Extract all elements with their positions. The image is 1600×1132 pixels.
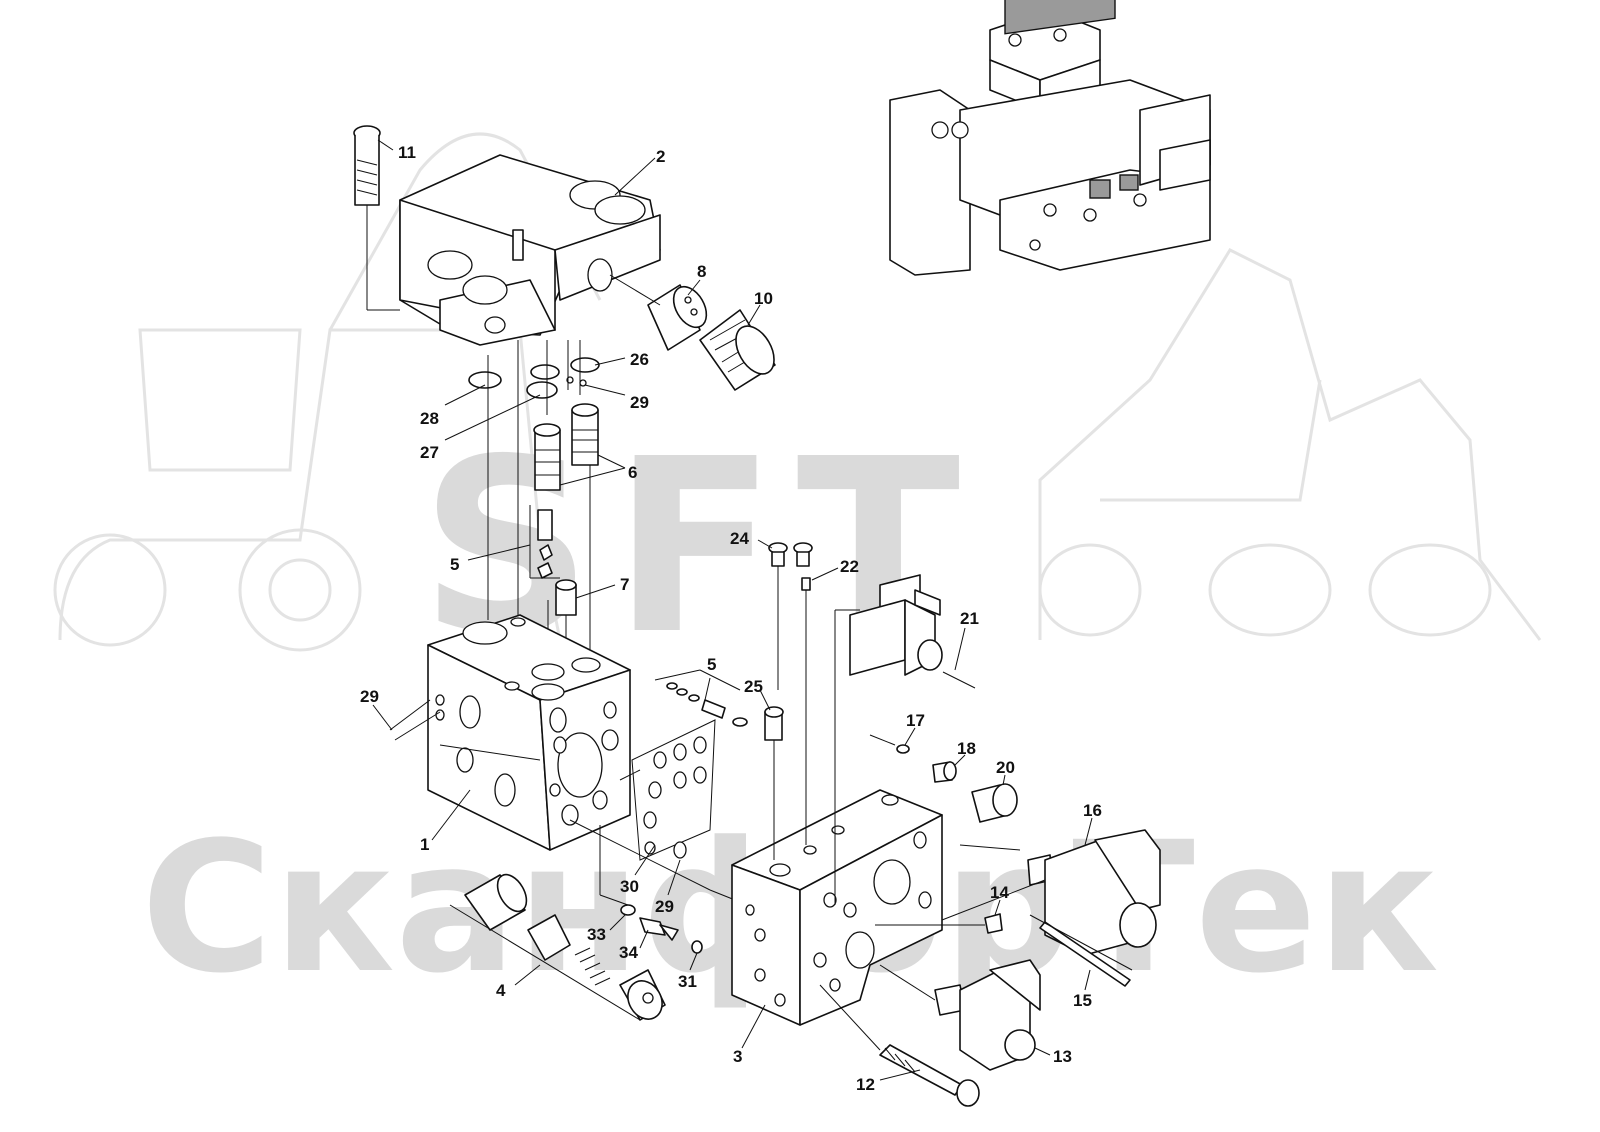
callout-31: 31 bbox=[678, 972, 697, 991]
callout-17: 17 bbox=[906, 711, 925, 730]
callout-12: 12 bbox=[856, 1075, 875, 1094]
callout-29-lower: 29 bbox=[655, 897, 674, 916]
callout-14: 14 bbox=[990, 883, 1009, 902]
part-3-valve-section bbox=[731, 789, 943, 1026]
callout-6: 6 bbox=[628, 463, 637, 482]
callout-3: 3 bbox=[733, 1047, 742, 1066]
callout-29-upper: 29 bbox=[630, 393, 649, 412]
callout-25: 25 bbox=[744, 677, 763, 696]
part-11-socket-screw bbox=[353, 125, 400, 311]
callout-13: 13 bbox=[1053, 1047, 1072, 1066]
callout-26: 26 bbox=[630, 350, 649, 369]
callout-20: 20 bbox=[996, 758, 1015, 777]
callout-10: 10 bbox=[754, 289, 773, 308]
gasket-plate bbox=[631, 719, 716, 861]
highlighted-section bbox=[1004, 0, 1116, 35]
parts-17-18-20 bbox=[869, 734, 1018, 823]
part-5-spool-right bbox=[654, 669, 748, 727]
callout-21: 21 bbox=[960, 609, 979, 628]
callout-24: 24 bbox=[730, 529, 749, 548]
callout-33: 33 bbox=[587, 925, 606, 944]
callout-15: 15 bbox=[1073, 991, 1092, 1010]
part-2-cover-block bbox=[399, 154, 661, 346]
callout-8: 8 bbox=[697, 262, 706, 281]
callout-5-upper: 5 bbox=[450, 555, 459, 574]
part-6-cartridge-valves bbox=[533, 403, 599, 491]
part-5-spool-upper bbox=[529, 505, 560, 579]
callout-18: 18 bbox=[957, 739, 976, 758]
callout-28: 28 bbox=[420, 409, 439, 428]
callout-34: 34 bbox=[619, 943, 638, 962]
callout-5-right: 5 bbox=[707, 655, 716, 674]
part-21-solenoid bbox=[849, 574, 976, 689]
callout-7: 7 bbox=[620, 575, 629, 594]
part-15-tie-rod bbox=[1029, 914, 1133, 987]
callout-1: 1 bbox=[420, 835, 429, 854]
part-14-plug bbox=[875, 913, 1003, 934]
callout-30: 30 bbox=[620, 877, 639, 896]
callout-2: 2 bbox=[656, 147, 665, 166]
part-10-threaded-plug bbox=[609, 274, 776, 391]
part-29-pins-left bbox=[389, 699, 541, 761]
part-12-screw bbox=[819, 984, 980, 1107]
part-13-solenoid bbox=[879, 959, 1041, 1071]
part-4-relief-valve bbox=[449, 873, 666, 1021]
callout-22: 22 bbox=[840, 557, 859, 576]
parts-24-22-25 bbox=[764, 542, 860, 905]
callout-4: 4 bbox=[496, 981, 506, 1000]
callout-leaders bbox=[372, 139, 1093, 1081]
watermark-tractor-left bbox=[53, 132, 602, 652]
callout-27: 27 bbox=[420, 443, 439, 462]
watermark-excavator-right bbox=[1038, 248, 1542, 641]
callout-11: 11 bbox=[398, 143, 416, 162]
callout-numbers: 1 2 3 4 5 5 6 7 8 10 11 12 13 14 15 16 1… bbox=[360, 143, 1102, 1094]
callout-29-left: 29 bbox=[360, 687, 379, 706]
locator-inset-valve-bank bbox=[889, 0, 1211, 276]
parts-33-34-31 bbox=[599, 825, 703, 954]
part-1-valve-body bbox=[427, 614, 631, 851]
part-8-plug bbox=[647, 284, 708, 351]
callout-16: 16 bbox=[1083, 801, 1102, 820]
part-16-solenoid bbox=[941, 829, 1161, 956]
